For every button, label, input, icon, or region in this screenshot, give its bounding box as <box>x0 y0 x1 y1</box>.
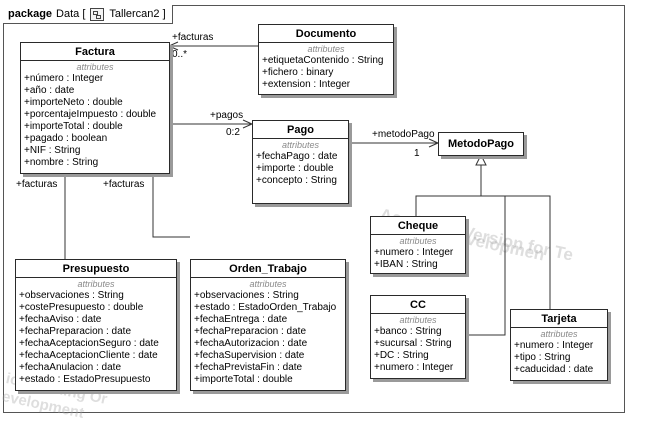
class-name: Pago <box>253 121 348 139</box>
stereotype-label: attributes <box>76 62 114 72</box>
attribute: +fechaPreparacion : date <box>194 326 307 337</box>
label-facturas-documento: +facturas <box>172 32 214 43</box>
attribute: +observaciones : String <box>19 290 124 301</box>
attribute: +numero : Integer <box>374 362 454 373</box>
attribute-list: +numero : Integer +IBAN : String <box>371 247 465 274</box>
attribute: +fechaAviso : date <box>19 314 102 325</box>
attribute: +caducidad : date <box>514 364 594 375</box>
class-name: CC <box>371 296 465 314</box>
attribute: +nombre : String <box>24 157 99 168</box>
attribute: +pagado : boolean <box>24 133 108 144</box>
class-name: Factura <box>21 43 169 61</box>
class-documento[interactable]: Documento attributes +etiquetaContenido … <box>258 24 394 95</box>
attribute: +IBAN : String <box>374 259 438 270</box>
attribute: +observaciones : String <box>194 290 299 301</box>
attribute: +fechaAnulacion : date <box>19 362 122 373</box>
class-cc[interactable]: CC attributes +banco : String +sucursal … <box>370 295 466 379</box>
attribute: +fechaEntrega : date <box>194 314 288 325</box>
attribute: +etiquetaContenido : String <box>262 55 384 66</box>
attribute: +fechaAceptacionSeguro : date <box>19 338 159 349</box>
attribute: +fechaAceptacionCliente : date <box>19 350 158 361</box>
class-orden-trabajo[interactable]: Orden_Trabajo attributes +observaciones … <box>190 259 346 391</box>
diagram-icon <box>90 7 105 21</box>
stereotype-label: attributes <box>249 279 287 289</box>
stereotype-label: attributes <box>399 236 437 246</box>
label-pagos: +pagos <box>210 110 244 121</box>
attribute-list: +observaciones : String +estado : Estado… <box>191 290 345 389</box>
attribute-list: +observaciones : String +costePresupuest… <box>16 290 176 389</box>
attribute-list: +fechaPago : date +importe : double +con… <box>253 151 348 190</box>
generalization-cc <box>465 196 506 336</box>
attribute: +fechaSupervision : date <box>194 350 305 361</box>
stereotype-label: attributes <box>540 329 578 339</box>
attribute: +porcentajeImpuesto : double <box>24 109 157 120</box>
attribute: +fechaPrevistaFin : date <box>194 362 303 373</box>
attribute: +importeNeto : double <box>24 97 123 108</box>
attribute: +fichero : binary <box>262 67 334 78</box>
class-name: Presupuesto <box>16 260 176 278</box>
generalization-cheque-tarjeta <box>415 195 551 309</box>
stereotype-label: attributes <box>281 140 320 150</box>
attribute: +importeTotal : double <box>194 374 293 385</box>
attribute: +año : date <box>24 85 75 96</box>
attribute: +estado : EstadoPresupuesto <box>19 374 151 385</box>
mult-pagos: 0:2 <box>226 127 240 138</box>
label-metodopago: +metodoPago <box>372 129 435 140</box>
attribute: +banco : String <box>374 326 442 337</box>
label-facturas-orden: +facturas <box>103 179 145 190</box>
class-name: MetodoPago <box>448 138 514 150</box>
class-name: Orden_Trabajo <box>191 260 345 278</box>
label-facturas-presupuesto: +facturas <box>16 179 58 190</box>
package-name: Data [ <box>56 8 86 20</box>
class-cheque[interactable]: Cheque attributes +numero : Integer +IBA… <box>370 216 466 274</box>
attribute: +fechaPago : date <box>256 151 338 162</box>
class-factura[interactable]: Factura attributes +número : Integer +añ… <box>20 42 170 174</box>
attribute-list: +número : Integer +año : date +importeNe… <box>21 73 169 172</box>
class-tarjeta[interactable]: Tarjeta attributes +numero : Integer +ti… <box>510 309 608 381</box>
attribute: +importe : double <box>256 163 334 174</box>
class-name: Cheque <box>371 217 465 235</box>
attribute: +numero : Integer <box>374 247 454 258</box>
attribute: +numero : Integer <box>514 340 594 351</box>
dependency-orden-factura <box>152 143 190 238</box>
attribute: +fechaAutorizacion : date <box>194 338 308 349</box>
class-name: Documento <box>259 25 393 43</box>
attribute: +número : Integer <box>24 73 104 84</box>
attribute: +tipo : String <box>514 352 571 363</box>
stereotype-label: attributes <box>307 44 345 54</box>
diagram-name: Tallercan2 ] <box>109 8 166 20</box>
stereotype-label: attributes <box>77 279 115 289</box>
attribute: +sucursal : String <box>374 338 452 349</box>
class-metodopago[interactable]: MetodoPago <box>438 132 524 156</box>
attribute: +concepto : String <box>256 175 337 186</box>
attribute-list: +numero : Integer +tipo : String +caduci… <box>511 340 607 379</box>
attribute: +importeTotal : double <box>24 121 123 132</box>
attribute: +estado : EstadoOrden_Trabajo <box>194 302 337 313</box>
attribute: +NIF : String <box>24 145 81 156</box>
attribute-list: +banco : String +sucursal : String +DC :… <box>371 326 465 377</box>
attribute: +fechaPreparacion : date <box>19 326 132 337</box>
attribute-list: +etiquetaContenido : String +fichero : b… <box>259 55 393 94</box>
mult-metodopago: 1 <box>414 148 420 159</box>
class-name: Tarjeta <box>511 310 607 328</box>
class-presupuesto[interactable]: Presupuesto attributes +observaciones : … <box>15 259 177 391</box>
attribute: +extension : Integer <box>262 79 351 90</box>
stereotype-label: attributes <box>399 315 437 325</box>
package-keyword: package <box>8 8 53 20</box>
attribute: +DC : String <box>374 350 429 361</box>
class-pago[interactable]: Pago attributes +fechaPago : date +impor… <box>252 120 349 204</box>
generalization-triangle <box>475 153 487 166</box>
attribute: +costePresupuesto : double <box>19 302 144 313</box>
mult-facturas-documento: 0..* <box>172 49 188 60</box>
package-tab: package Data [ Tallercan2 ] <box>3 5 173 24</box>
